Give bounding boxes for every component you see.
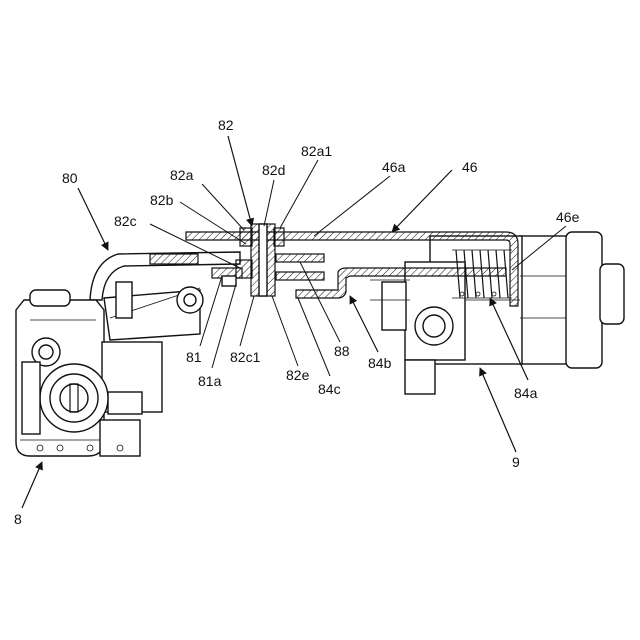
label-46a: 46a	[382, 159, 406, 175]
label-88: 88	[334, 343, 350, 359]
label-84b: 84b	[368, 355, 392, 371]
arm-80	[90, 252, 240, 340]
label-46: 46	[462, 159, 478, 175]
label-84c: 84c	[318, 381, 341, 397]
label-82: 82	[218, 117, 234, 133]
label-80: 80	[62, 170, 78, 186]
label-46e: 46e	[556, 209, 580, 225]
label-81: 81	[186, 349, 202, 365]
label-84a: 84a	[514, 385, 538, 401]
label-81a: 81a	[198, 373, 222, 389]
label-9: 9	[512, 454, 520, 470]
label-82e: 82e	[286, 367, 310, 383]
label-82b: 82b	[150, 192, 174, 208]
label-82c: 82c	[114, 213, 137, 229]
label-8: 8	[14, 511, 22, 527]
label-82a1: 82a1	[301, 143, 332, 159]
label-82c1: 82c1	[230, 349, 261, 365]
label-82d: 82d	[262, 162, 285, 178]
label-82a: 82a	[170, 167, 194, 183]
